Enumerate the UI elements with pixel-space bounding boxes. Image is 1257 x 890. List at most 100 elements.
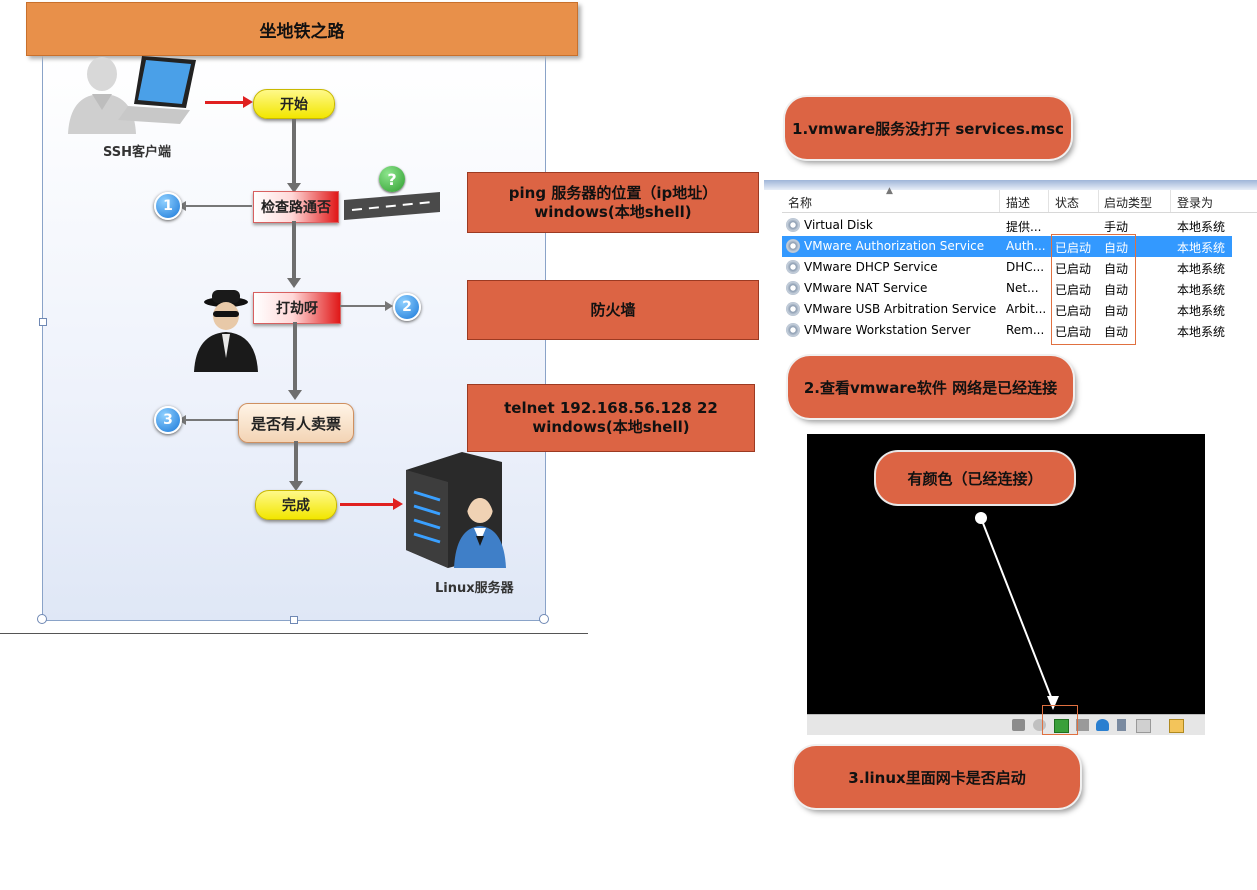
column-startup-type[interactable]: 启动类型 <box>1104 196 1153 210</box>
start-node: 开始 <box>253 89 335 119</box>
service-row[interactable]: VMware USB Arbitration Service Arbit... … <box>782 299 1232 320</box>
connector-3 <box>293 322 297 391</box>
service-description: Rem... <box>1006 323 1045 337</box>
service-description: DHC... <box>1006 260 1045 274</box>
gear-icon <box>786 323 800 337</box>
step3-bubble: 3.linux里面网卡是否启动 <box>794 746 1080 808</box>
column-status[interactable]: 状态 <box>1055 196 1080 210</box>
question-icon: ? <box>379 166 405 192</box>
arrow-client-start <box>205 101 245 104</box>
service-logon: 本地系统 <box>1177 262 1226 276</box>
connector-4 <box>294 441 298 482</box>
service-startup-type: 自动 <box>1104 325 1129 339</box>
column-description[interactable]: 描述 <box>1006 196 1031 210</box>
arrow-to-marker-2-head <box>385 301 393 311</box>
column-divider[interactable] <box>1098 190 1099 212</box>
marker-1: 1 <box>154 192 182 220</box>
step2-bubble: 2.查看vmware软件 网络是已经连接 <box>788 356 1073 418</box>
service-status: 已启动 <box>1055 241 1092 255</box>
connector-1 <box>292 119 296 185</box>
resize-handle-left[interactable] <box>39 318 47 326</box>
telnet-annotation: telnet 192.168.56.128 22 windows(本地shell… <box>467 384 755 452</box>
services-window-frame <box>764 180 1257 190</box>
service-description: Net... <box>1006 281 1039 295</box>
connector-2 <box>292 221 296 279</box>
service-logon: 本地系统 <box>1177 304 1226 318</box>
arrow-done-server-head <box>393 498 403 510</box>
ping-annotation: ping 服务器的位置（ip地址） windows(本地shell) <box>467 172 759 233</box>
service-name: Virtual Disk <box>804 218 873 232</box>
service-logon: 本地系统 <box>1177 325 1226 339</box>
service-row[interactable]: VMware Workstation Server Rem... 已启动 自动 … <box>782 320 1232 341</box>
service-logon: 本地系统 <box>1177 283 1226 297</box>
road-icon <box>344 192 440 220</box>
user-laptop-icon <box>68 56 196 134</box>
service-row[interactable]: Virtual Disk 提供... 手动 本地系统 <box>782 215 1232 236</box>
connector-4-head <box>289 481 303 491</box>
gear-icon <box>786 218 800 232</box>
arrow-to-marker-3 <box>185 419 238 421</box>
column-divider[interactable] <box>1048 190 1049 212</box>
panel-baseline <box>0 633 588 634</box>
message-icon[interactable] <box>1169 719 1184 733</box>
vm-status-bar <box>807 714 1205 735</box>
column-divider[interactable] <box>1170 190 1171 212</box>
service-status: 已启动 <box>1055 304 1092 318</box>
gear-icon <box>786 239 800 253</box>
resize-handle-bottom-left[interactable] <box>37 614 47 624</box>
service-row[interactable]: VMware DHCP Service DHC... 已启动 自动 本地系统 <box>782 257 1232 278</box>
step1-bubble: 1.vmware服务没打开 services.msc <box>785 97 1071 159</box>
service-description: Auth... <box>1006 239 1046 253</box>
column-name[interactable]: 名称 <box>788 196 813 210</box>
check-route-node: 检查路通否 <box>253 191 339 223</box>
network-highlight-box <box>1042 705 1078 735</box>
robbery-node: 打劫呀 <box>253 292 341 324</box>
network-adapter-icon[interactable] <box>1054 719 1069 733</box>
hard-disk-icon[interactable] <box>1012 719 1025 731</box>
service-name: VMware USB Arbitration Service <box>804 302 997 316</box>
service-logon: 本地系统 <box>1177 241 1226 255</box>
spy-icon <box>194 290 258 372</box>
marker-3: 3 <box>154 406 182 434</box>
gear-icon <box>786 260 800 274</box>
display-icon[interactable] <box>1136 719 1151 733</box>
service-startup-type: 手动 <box>1104 220 1129 234</box>
service-startup-type: 自动 <box>1104 262 1129 276</box>
service-status: 已启动 <box>1055 325 1092 339</box>
gear-icon <box>786 281 800 295</box>
service-row-selected[interactable]: VMware Authorization Service Auth... 已启动… <box>782 236 1232 257</box>
done-node: 完成 <box>255 490 337 520</box>
column-divider[interactable] <box>999 190 1000 212</box>
sort-arrow-icon: ▲ <box>886 186 893 196</box>
arrow-to-marker-1-head <box>178 201 186 211</box>
resize-handle-bottom[interactable] <box>290 616 298 624</box>
printer-icon[interactable] <box>1076 719 1089 731</box>
service-description: Arbit... <box>1006 302 1047 316</box>
connector-2-head <box>287 278 301 288</box>
firewall-annotation: 防火墙 <box>467 280 759 340</box>
marker-2: 2 <box>393 293 421 321</box>
service-description: 提供... <box>1006 220 1042 234</box>
gear-icon <box>786 302 800 316</box>
arrow-to-marker-3-head <box>178 415 186 425</box>
service-name: VMware Authorization Service <box>804 239 985 253</box>
service-startup-type: 自动 <box>1104 283 1129 297</box>
sound-icon[interactable] <box>1096 719 1109 731</box>
usb-icon[interactable] <box>1117 719 1126 731</box>
service-startup-type: 自动 <box>1104 304 1129 318</box>
column-logon-as[interactable]: 登录为 <box>1177 196 1214 210</box>
operator-icon <box>454 490 506 568</box>
arrow-done-server <box>340 503 394 506</box>
connector-3-head <box>288 390 302 400</box>
colored-note-bubble: 有颜色（已经连接） <box>876 452 1074 504</box>
server-label: Linux服务器 <box>435 581 514 596</box>
service-name: VMware Workstation Server <box>804 323 971 337</box>
resize-handle-bottom-right[interactable] <box>539 614 549 624</box>
pointer-line <box>975 512 1059 710</box>
ssh-client-label: SSH客户端 <box>103 145 172 160</box>
service-status: 已启动 <box>1055 262 1092 276</box>
service-name: VMware NAT Service <box>804 281 928 295</box>
service-row[interactable]: VMware NAT Service Net... 已启动 自动 本地系统 <box>782 278 1232 299</box>
scalper-node: 是否有人卖票 <box>238 403 354 443</box>
service-name: VMware DHCP Service <box>804 260 938 274</box>
